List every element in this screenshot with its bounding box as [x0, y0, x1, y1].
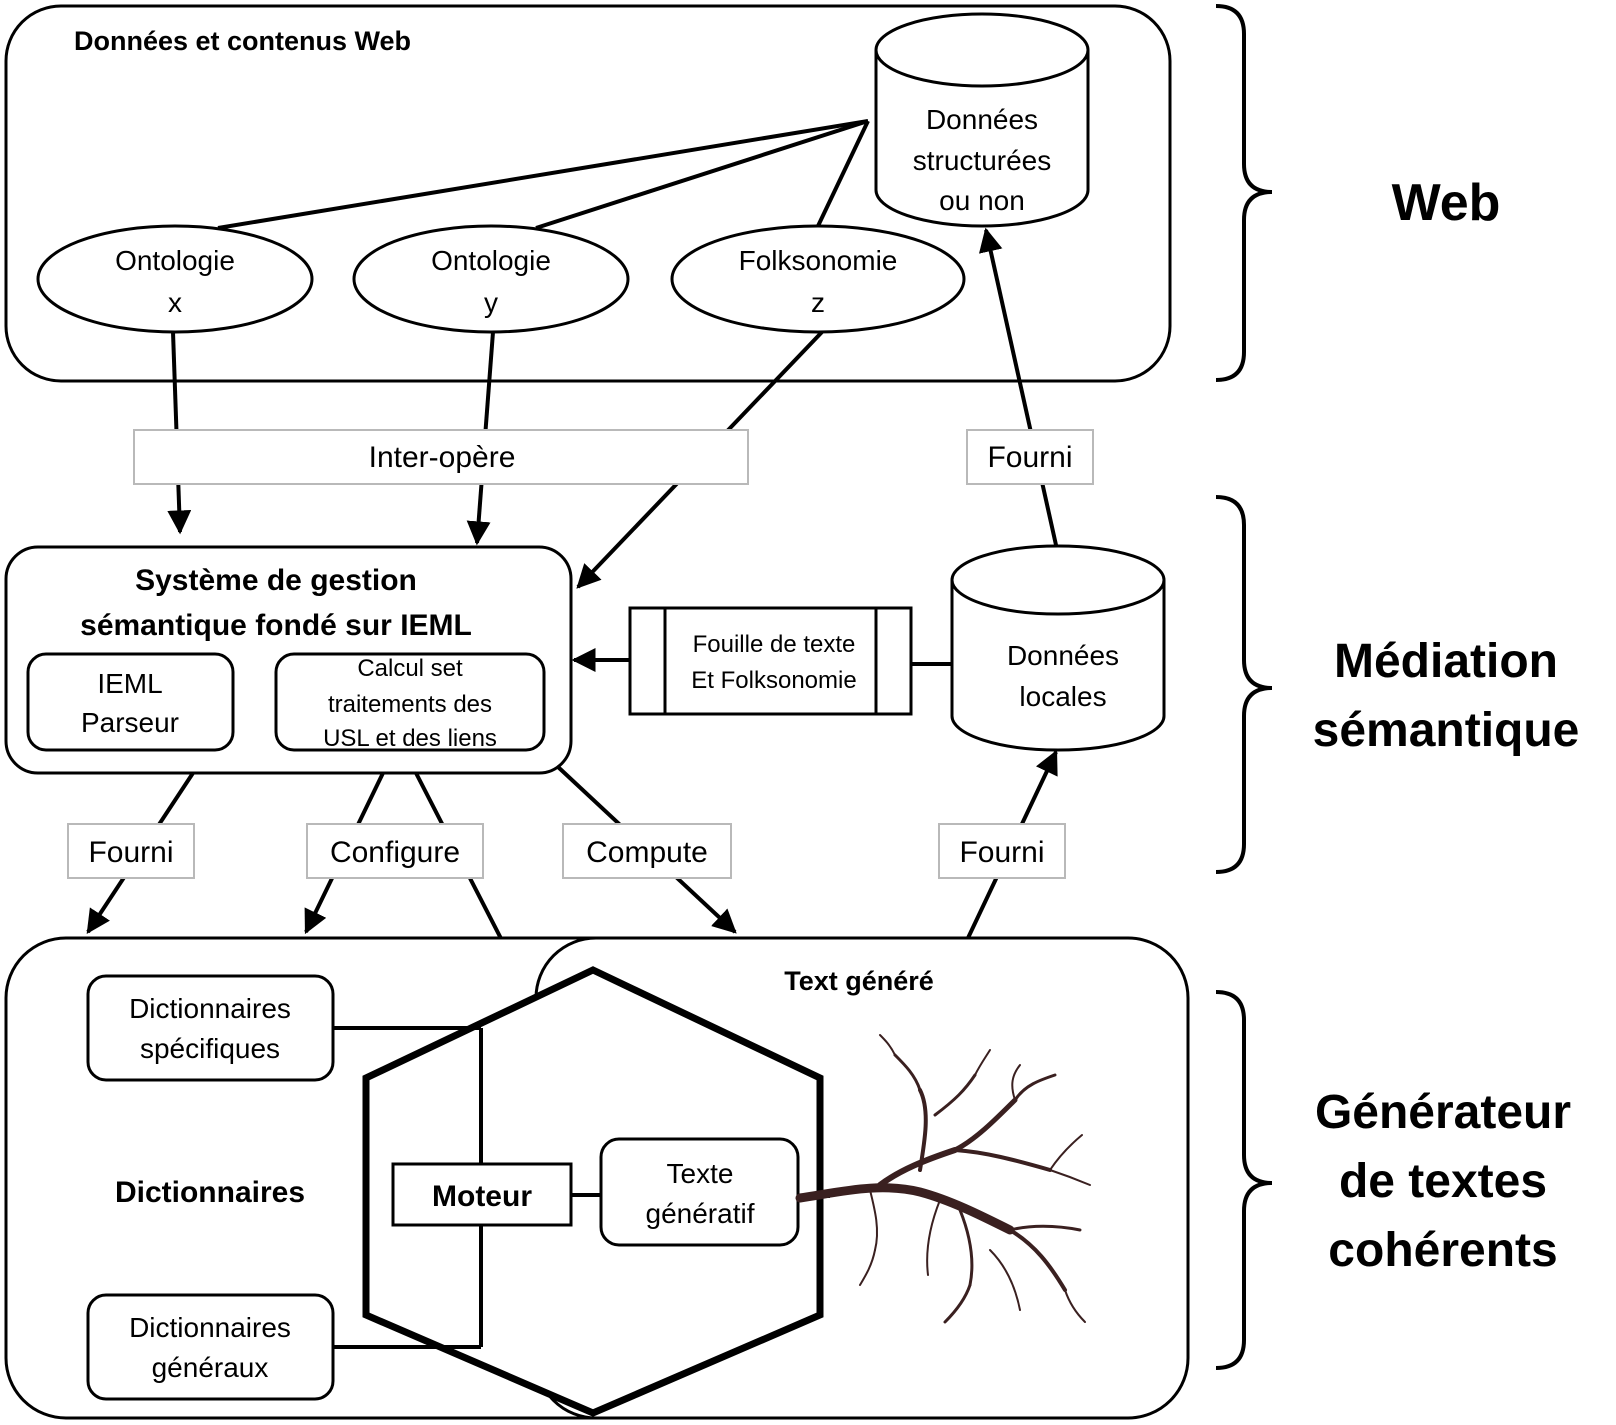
generative-text-line2: génératif [646, 1198, 755, 1229]
ieml-system-title-line2: sémantique fondé sur IEML [80, 609, 472, 642]
side-label-generator-line2: de textes [1339, 1155, 1547, 1208]
web-panel-title: Données et contenus Web [74, 26, 411, 56]
database-web-line3: ou non [939, 185, 1025, 216]
fourni-left-label: Fourni [88, 836, 173, 869]
ontology-x-line1: Ontologie [115, 245, 235, 276]
ieml-system-title-line1: Système de gestion [135, 564, 417, 597]
interop-label-box [133, 429, 749, 485]
fourni-top-label: Fourni [987, 441, 1072, 474]
fourni-top-label-box [966, 429, 1094, 485]
ontology-x-line2: x [168, 287, 182, 318]
folksonomy-z-line2: z [811, 287, 825, 318]
ontology-y-line2: y [484, 287, 498, 318]
ieml-calc-line3: USL et des liens [323, 725, 497, 752]
local-database: Données locales [950, 544, 1166, 752]
database-web: Données structurées ou non [874, 12, 1090, 228]
side-label-mediation-line1: Médiation [1334, 635, 1558, 688]
ieml-parser-box [26, 652, 235, 752]
folksonomy-z-line1: Folksonomie [739, 245, 898, 276]
specific-dict-line1: Dictionnaires [129, 993, 291, 1024]
side-label-mediation-line2: sémantique [1313, 704, 1580, 757]
specific-dict-line2: spécifiques [140, 1033, 280, 1064]
ieml-calc-line1: Calcul set [357, 655, 463, 682]
compute-label: Compute [586, 836, 708, 869]
engine-box [391, 1162, 573, 1227]
text-mining-line1: Fouille de texte [693, 631, 856, 658]
engine-label: Moteur [432, 1180, 532, 1213]
compute-label-box [562, 823, 732, 879]
brace-web [1215, 4, 1273, 382]
configure-label: Configure [330, 836, 460, 869]
database-web-line1: Données [926, 104, 1038, 135]
brace-mediation [1215, 495, 1273, 874]
generated-text-title: Text généré [784, 966, 934, 996]
link-ontology-y-database [535, 119, 869, 230]
arrow-local-db-to-web-db [978, 227, 1058, 546]
folksonomy-z: Folksonomie z [670, 224, 966, 334]
generative-text-line1: Texte [667, 1158, 734, 1189]
database-web-line2: structurées [913, 145, 1052, 176]
fourni-right-label: Fourni [959, 836, 1044, 869]
generative-text-box [599, 1137, 800, 1247]
link-ontology-x-database [217, 119, 869, 230]
text-mining-box: Fouille de texte Et Folksonomie [628, 606, 913, 716]
local-db-line2: locales [1019, 681, 1106, 712]
side-label-generator-line3: cohérents [1328, 1224, 1557, 1277]
side-label-generator-line1: Générateur [1315, 1086, 1571, 1139]
brace-generator [1215, 990, 1273, 1370]
tree-illustration [795, 1034, 1091, 1324]
ieml-calc-box [274, 652, 546, 752]
general-dictionaries-box [86, 1293, 335, 1401]
link-folksonomy-database [816, 120, 870, 227]
dictionaries-heading: Dictionnaires [115, 1176, 305, 1209]
side-label-web: Web [1392, 174, 1501, 232]
specific-dictionaries-box [86, 974, 335, 1082]
ontology-y-line1: Ontologie [431, 245, 551, 276]
ontology-y: Ontologie y [352, 224, 630, 334]
fourni-left-label-box [67, 823, 195, 879]
ieml-parser-line2: Parseur [81, 707, 179, 738]
interop-label: Inter-opère [369, 441, 516, 474]
fourni-right-label-box [938, 823, 1066, 879]
configure-label-box [306, 823, 484, 879]
general-dict-line2: généraux [152, 1352, 269, 1383]
local-db-line1: Données [1007, 640, 1119, 671]
text-mining-line2: Et Folksonomie [691, 667, 856, 694]
ieml-calc-line2: traitements des [328, 691, 492, 718]
ieml-parser-line1: IEML [97, 668, 162, 699]
general-dict-line1: Dictionnaires [129, 1312, 291, 1343]
ontology-x: Ontologie x [36, 224, 314, 334]
